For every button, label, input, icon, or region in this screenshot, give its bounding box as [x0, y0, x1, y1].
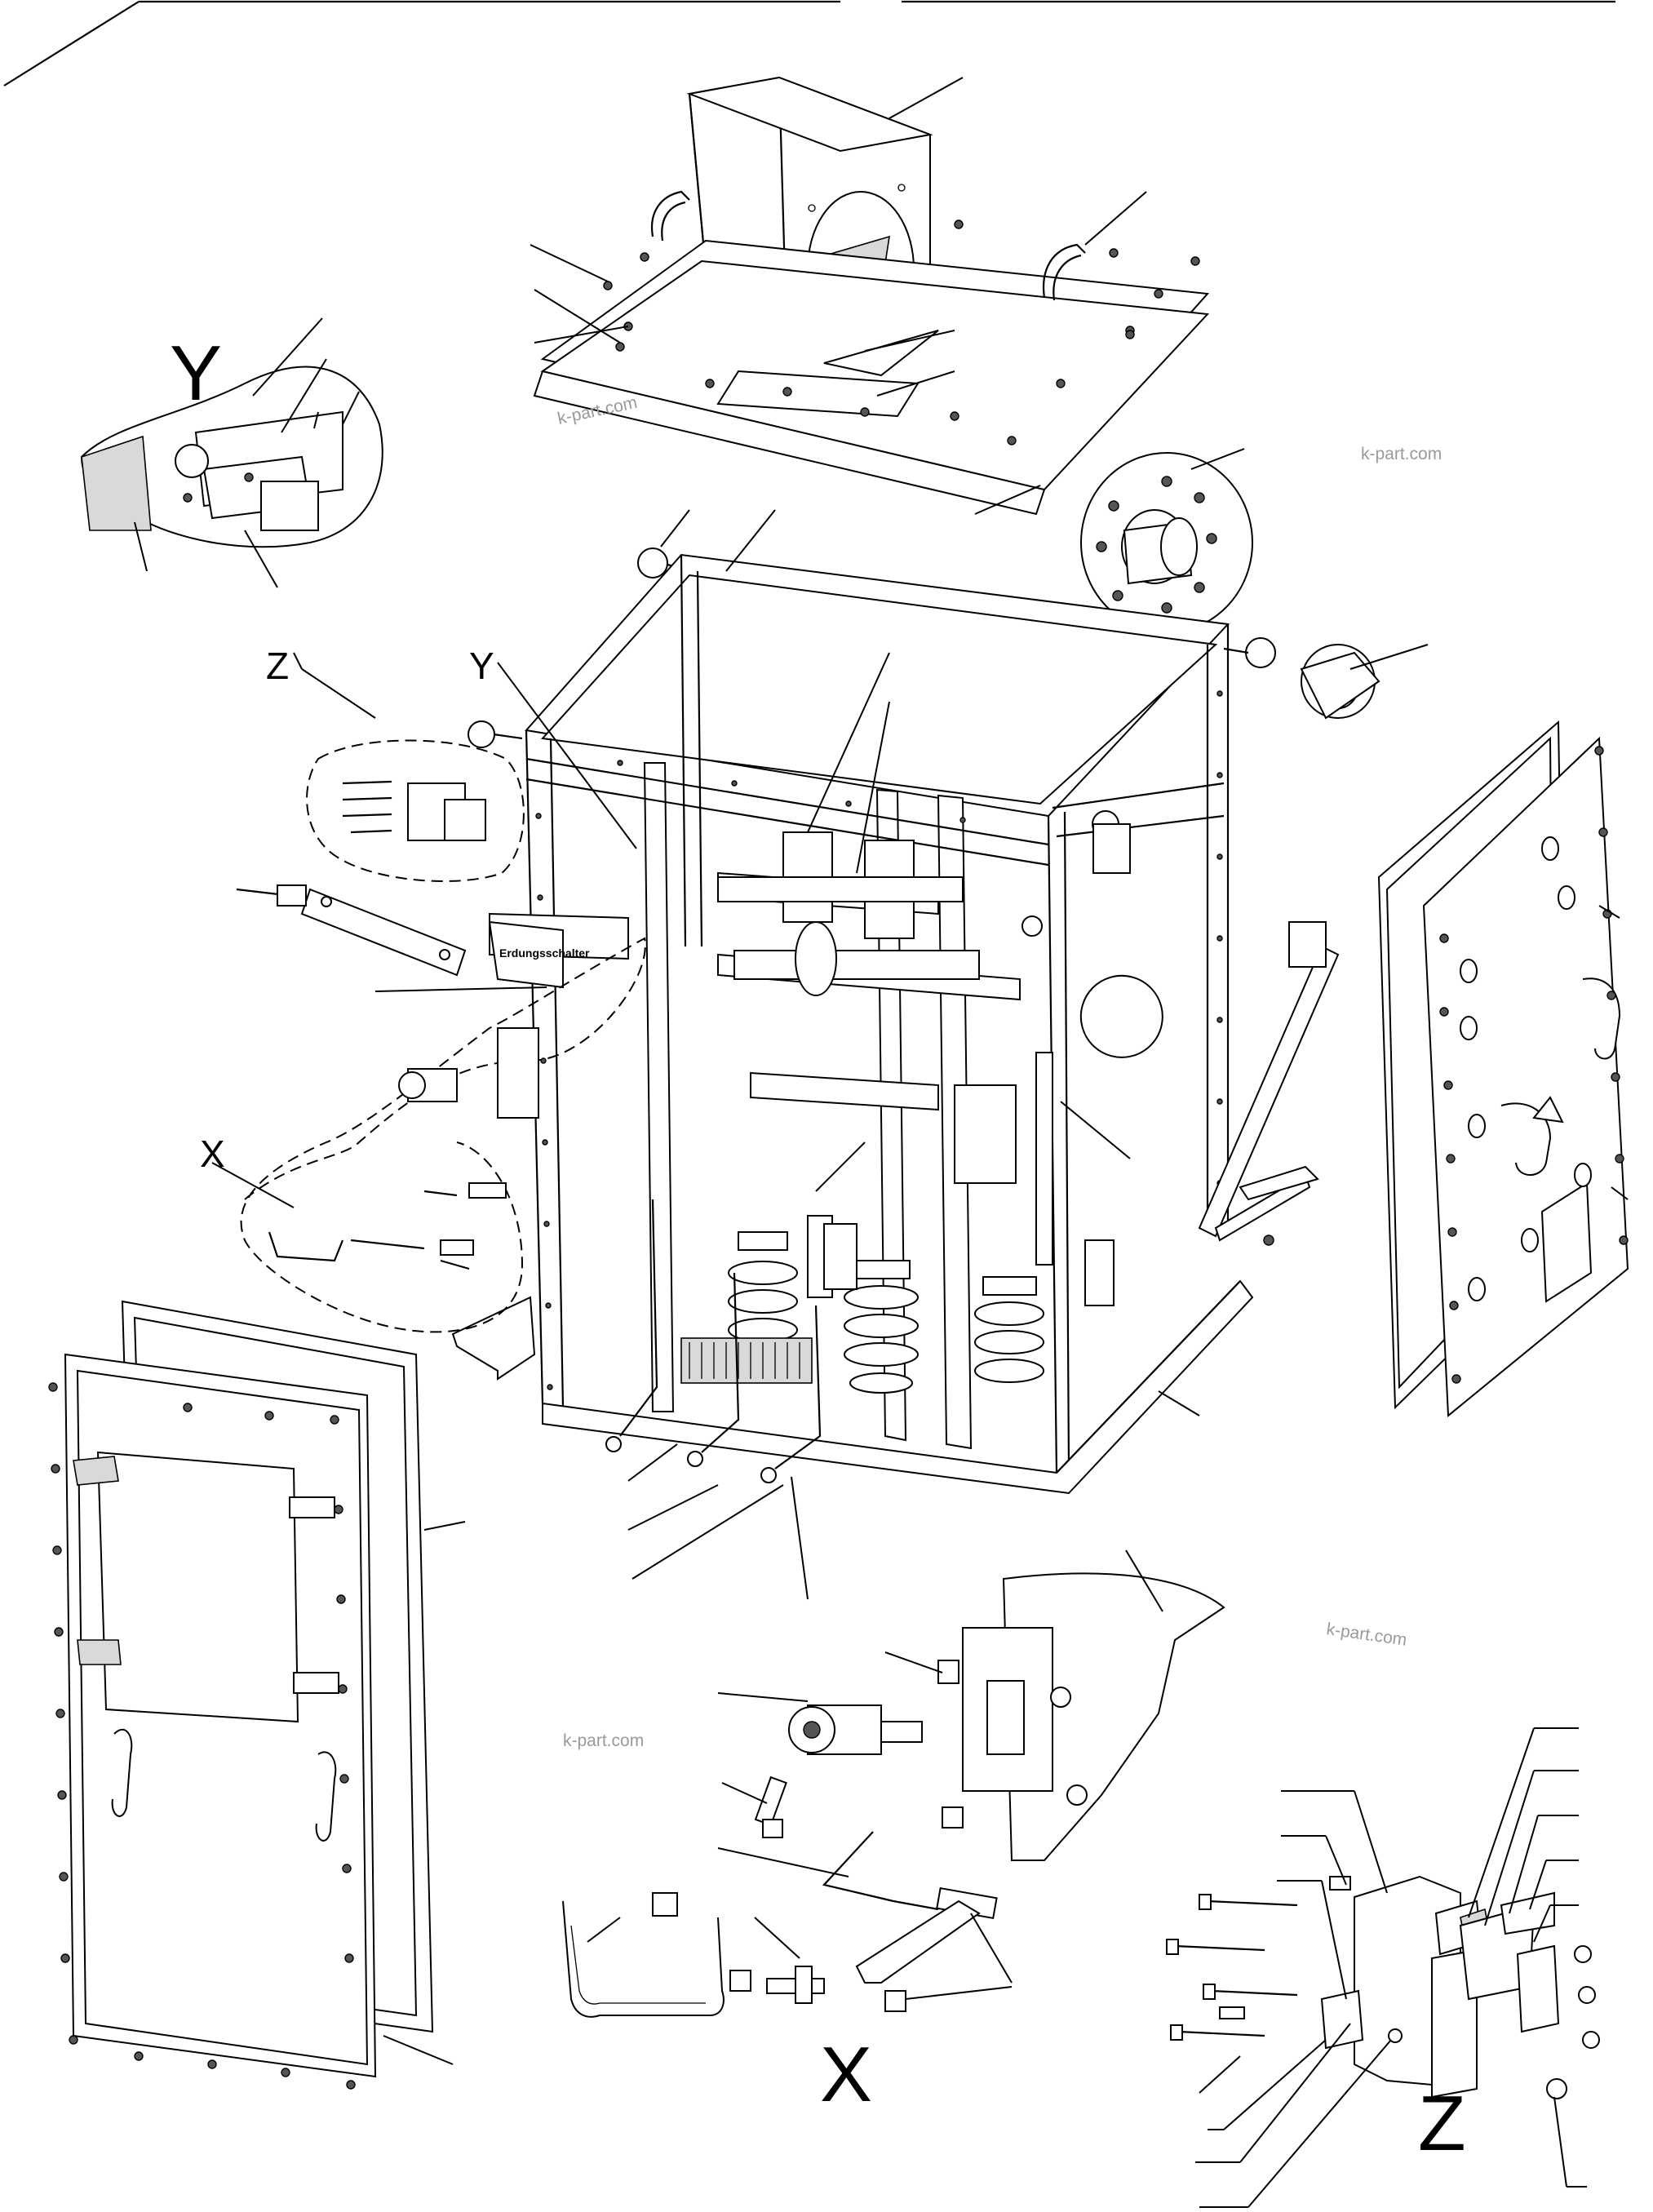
support-strut	[1198, 921, 1340, 1246]
frame-hole-pattern	[535, 690, 1223, 1390]
watermark: k-part.com	[563, 1731, 644, 1750]
earth-rod	[822, 1831, 998, 1984]
busbar-copper	[680, 1337, 813, 1384]
roof-bolts	[603, 219, 1200, 446]
base-bracket	[451, 1296, 536, 1381]
detail-z-reference: Z	[266, 645, 289, 687]
z-long-bolts	[1166, 1876, 1351, 2041]
detail-x-title: X	[820, 2031, 872, 2118]
sheet-border	[3, 0, 1615, 86]
roof-lifting-hooks	[650, 190, 1086, 301]
detail-y	[80, 366, 383, 548]
small-insulators	[807, 1215, 1115, 1306]
cable-lugs	[605, 1199, 822, 1483]
inset-z-switch	[342, 780, 486, 841]
z-nuts	[1388, 1945, 1600, 2099]
right-panel-bolts	[1439, 746, 1629, 1384]
insulator-3	[974, 1276, 1044, 1383]
right-side-panel	[1377, 720, 1629, 1418]
operating-mechanism	[717, 823, 1131, 1266]
post-insulators	[605, 1199, 1115, 1483]
door-bolts	[48, 1382, 356, 2090]
detail-z-title: Z	[1418, 2080, 1466, 2167]
right-panel-slots	[1460, 836, 1592, 1301]
earthing-switch-label: Erdungsschalter	[499, 946, 590, 960]
detail-z-inset	[306, 739, 525, 882]
cable-gland-plate	[1080, 452, 1253, 633]
front-door	[48, 1300, 434, 2090]
detail-x-inset	[240, 937, 646, 1333]
key-lock	[788, 1704, 923, 1755]
insulator-2	[844, 1260, 919, 1394]
roof-plate	[533, 190, 1210, 516]
watermark: k-part.com	[1361, 445, 1442, 463]
leader-lines	[134, 77, 1629, 2208]
detail-z	[1166, 1875, 1600, 2099]
earthing-switch: Erdungsschalter	[236, 884, 629, 989]
cable-gland	[1300, 644, 1380, 720]
detail-y-title: Y	[170, 330, 222, 417]
watermark: k-part.com	[1325, 1620, 1407, 1650]
leader-stack-z	[1195, 1727, 1587, 2208]
detail-x	[562, 1572, 1225, 2018]
detail-x-reference: X	[200, 1133, 225, 1175]
detail-y-reference: Y	[469, 645, 494, 687]
handle-x	[562, 1892, 906, 2018]
